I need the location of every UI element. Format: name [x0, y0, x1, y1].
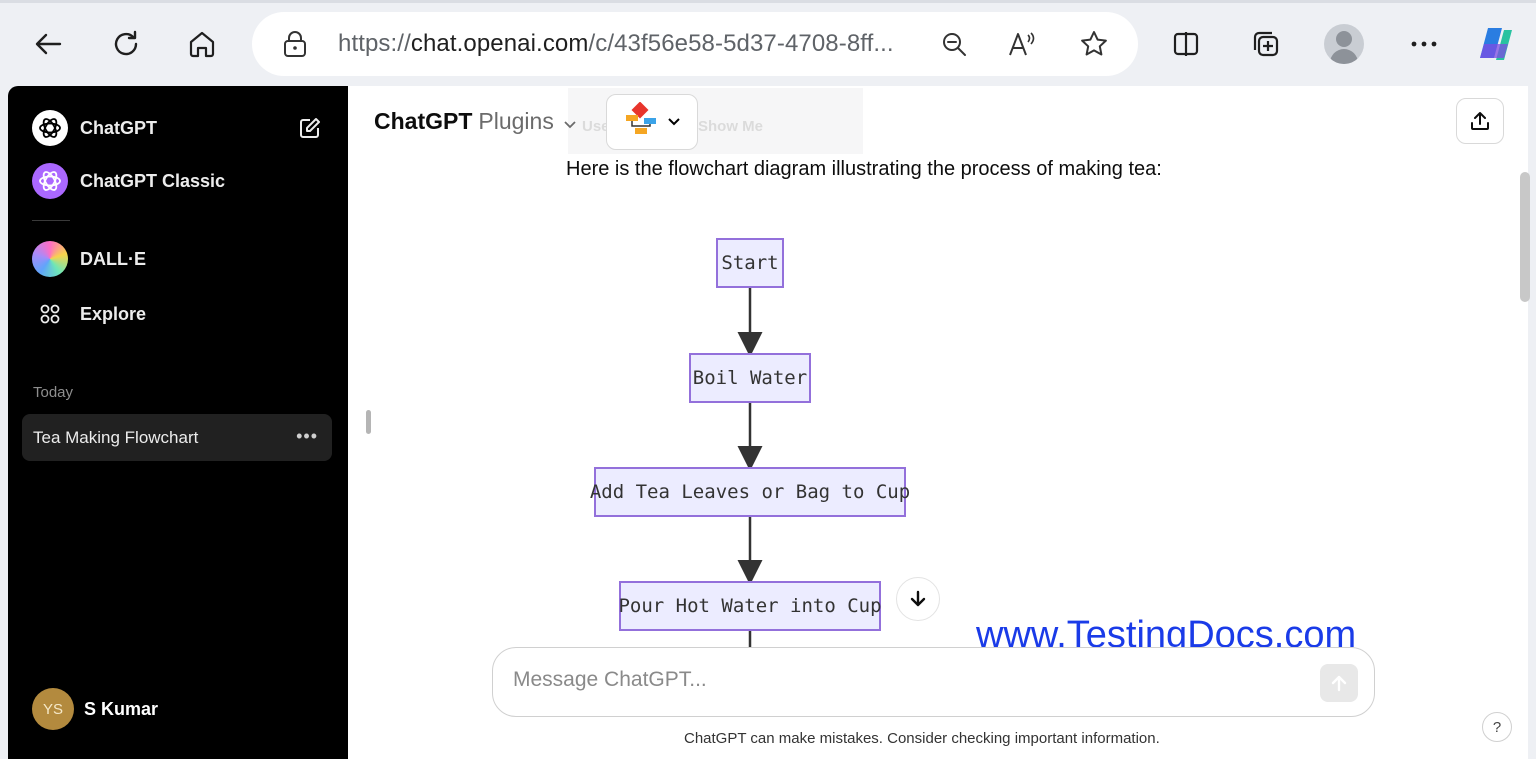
back-icon[interactable]	[26, 22, 70, 66]
plugin-dropdown-button[interactable]	[606, 94, 698, 150]
openai-logo-icon	[32, 163, 68, 199]
sidebar-item-dalle[interactable]: DALL·E	[32, 241, 146, 277]
refresh-icon[interactable]	[104, 22, 148, 66]
flowchart-node: Pour Hot Water into Cup	[618, 581, 882, 631]
profile-avatar-icon[interactable]	[1324, 24, 1364, 64]
sidebar-item-label: Explore	[80, 303, 147, 324]
home-icon[interactable]	[180, 22, 224, 66]
copilot-icon[interactable]	[1474, 22, 1518, 66]
message-composer	[492, 647, 1375, 717]
help-button[interactable]: ?	[1482, 712, 1512, 742]
avatar: YS	[32, 688, 74, 730]
chevron-down-icon	[668, 113, 680, 131]
sidebar-item-label: ChatGPT	[80, 117, 158, 138]
dalle-logo-icon	[32, 241, 68, 277]
ghost-label: Use	[582, 118, 610, 135]
grid-icon	[32, 296, 68, 332]
sidebar-item-label: ChatGPT Classic	[80, 170, 226, 191]
url-text[interactable]: https://chat.openai.com/c/43f56e58-5d37-…	[338, 30, 894, 57]
ghost-label: Show Me	[698, 118, 764, 135]
flowchart-node: Add Tea Leaves or Bag to Cup	[590, 467, 910, 517]
flowchart-node: Boil Water	[689, 353, 811, 403]
sidebar: ChatGPT ChatGPT Classic DALL·E Explore T…	[8, 86, 348, 759]
sidebar-divider	[32, 220, 70, 221]
sidebar-item-chatgpt-classic[interactable]: ChatGPT Classic	[32, 163, 225, 199]
scroll-to-bottom-button[interactable]	[896, 577, 940, 621]
browser-toolbar: https://chat.openai.com/c/43f56e58-5d37-…	[0, 0, 1536, 86]
arrow-down-icon	[910, 590, 926, 607]
lock-icon[interactable]	[282, 30, 308, 63]
chat-main: Use Show Me ChatGPT Plugins Here is the …	[348, 86, 1528, 759]
user-menu[interactable]: YS S Kumar	[32, 688, 158, 730]
address-bar[interactable]: https://chat.openai.com/c/43f56e58-5d37-…	[252, 12, 1138, 76]
message-input[interactable]	[513, 668, 1293, 692]
flowchart-plugin-icon	[624, 101, 660, 143]
zoom-icon[interactable]	[938, 28, 970, 60]
sidebar-item-chatgpt[interactable]: ChatGPT	[32, 110, 157, 146]
tab-strip-edge	[0, 0, 1536, 3]
more-options-icon[interactable]: •••	[296, 426, 318, 446]
favorite-star-icon[interactable]	[1078, 28, 1110, 60]
send-button[interactable]	[1320, 664, 1358, 702]
share-button[interactable]	[1456, 98, 1504, 144]
split-screen-icon[interactable]	[1164, 22, 1208, 66]
new-chat-edit-icon[interactable]	[298, 116, 322, 145]
arrow-up-icon	[1331, 675, 1347, 692]
more-menu-icon[interactable]	[1402, 22, 1446, 66]
assistant-message-text: Here is the flowchart diagram illustrati…	[566, 158, 1162, 180]
sidebar-item-label: DALL·E	[80, 248, 146, 269]
model-selector[interactable]: ChatGPT Plugins	[374, 108, 576, 135]
sidebar-resize-handle[interactable]	[366, 410, 371, 434]
flowchart-connectors	[737, 288, 763, 647]
history-item[interactable]: Tea Making Flowchart •••	[22, 414, 332, 461]
chevron-down-icon	[564, 108, 576, 135]
read-aloud-icon[interactable]	[1006, 28, 1038, 60]
sidebar-item-explore[interactable]: Explore	[32, 296, 146, 332]
user-name: S Kumar	[84, 698, 159, 719]
model-name: ChatGPT	[374, 108, 473, 134]
flowchart-node: Start	[716, 238, 784, 288]
openai-logo-icon	[32, 110, 68, 146]
share-icon	[1471, 112, 1489, 130]
model-sub: Plugins	[478, 108, 554, 134]
page-scrollbar[interactable]	[1520, 172, 1530, 302]
history-item-title: Tea Making Flowchart	[33, 428, 199, 447]
disclaimer-text: ChatGPT can make mistakes. Consider chec…	[684, 730, 1160, 747]
history-section-label: Today	[33, 384, 74, 401]
collections-icon[interactable]	[1244, 22, 1288, 66]
